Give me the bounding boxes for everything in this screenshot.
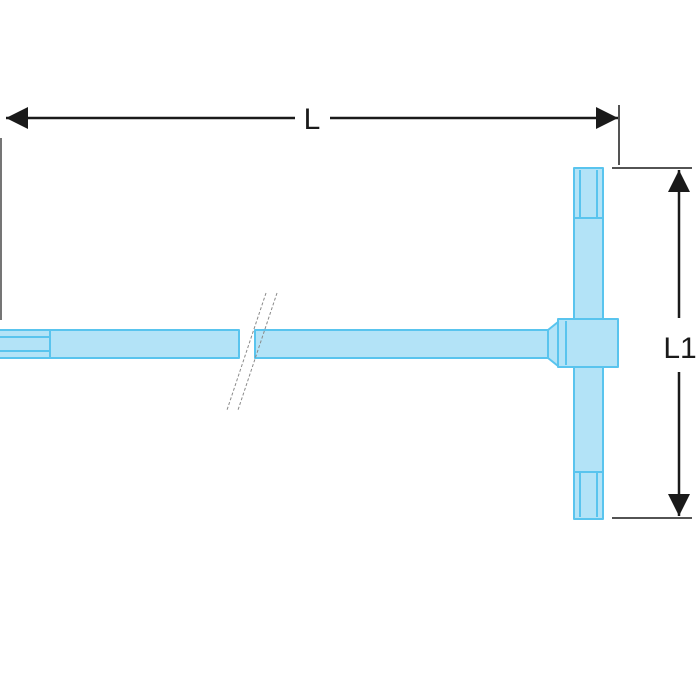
shaft-break-marks <box>226 292 278 411</box>
length-dimension: L <box>0 103 620 320</box>
height-label: L1 <box>663 332 696 365</box>
length-label: L <box>304 103 321 136</box>
height-dimension: L1 <box>612 167 697 519</box>
shaft-right <box>254 329 551 359</box>
crossbar-bottom-tip <box>574 471 603 517</box>
crossbar-top-tip <box>574 170 603 219</box>
shaft-left <box>0 329 240 359</box>
shaft-tip <box>0 330 51 358</box>
shaft-neck <box>547 321 559 367</box>
t-handle-wrench <box>0 167 619 520</box>
center-hub <box>557 318 619 368</box>
